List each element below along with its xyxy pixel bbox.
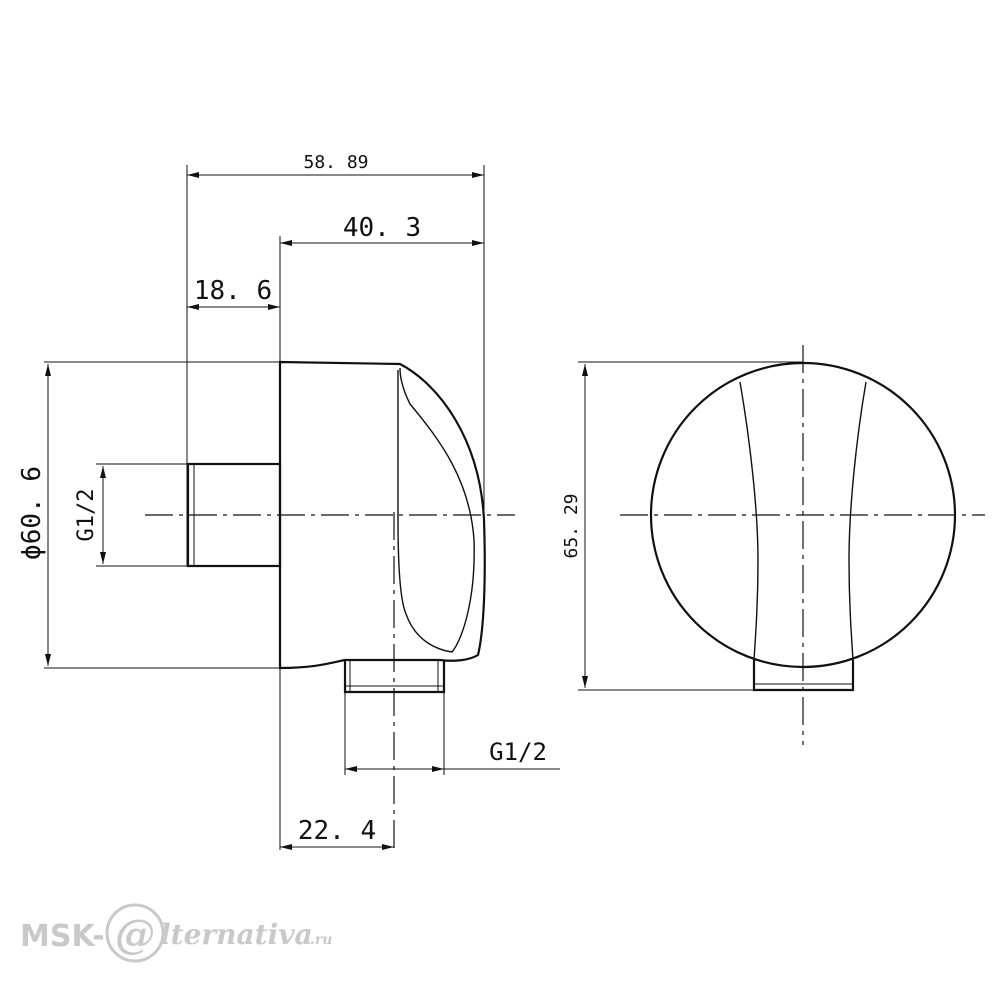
watermark-logo: MSK- @ lternativa .ru xyxy=(20,903,332,963)
dim-inlet-thread: G1/2 xyxy=(74,489,99,542)
dim-outlet-thread: G1/2 xyxy=(489,738,547,766)
dim-diameter: ϕ60. 6 xyxy=(17,466,47,560)
grip-curve-left xyxy=(739,381,759,661)
watermark-at-ring xyxy=(105,903,165,963)
dim-body-depth: 40. 3 xyxy=(343,213,421,243)
dim-height: 65. 29 xyxy=(561,493,582,558)
body-inner-lip xyxy=(397,367,475,653)
dim-outlet-offset: 22. 4 xyxy=(298,816,376,846)
dim-overall-depth: 58. 89 xyxy=(303,152,368,173)
front-view: 65. 29 xyxy=(561,345,985,745)
watermark-suffix: lternativa xyxy=(160,918,313,951)
side-view: 58. 89 40. 3 18. 6 ϕ60. 6 G1/2 G1/2 22. … xyxy=(17,152,560,852)
watermark-at: @ xyxy=(115,911,155,958)
body-outline xyxy=(278,360,486,670)
dim-thread-length: 18. 6 xyxy=(194,276,272,306)
watermark-tld: .ru xyxy=(310,932,332,948)
grip-curve-right xyxy=(848,381,867,661)
watermark-prefix: MSK- xyxy=(20,919,105,954)
